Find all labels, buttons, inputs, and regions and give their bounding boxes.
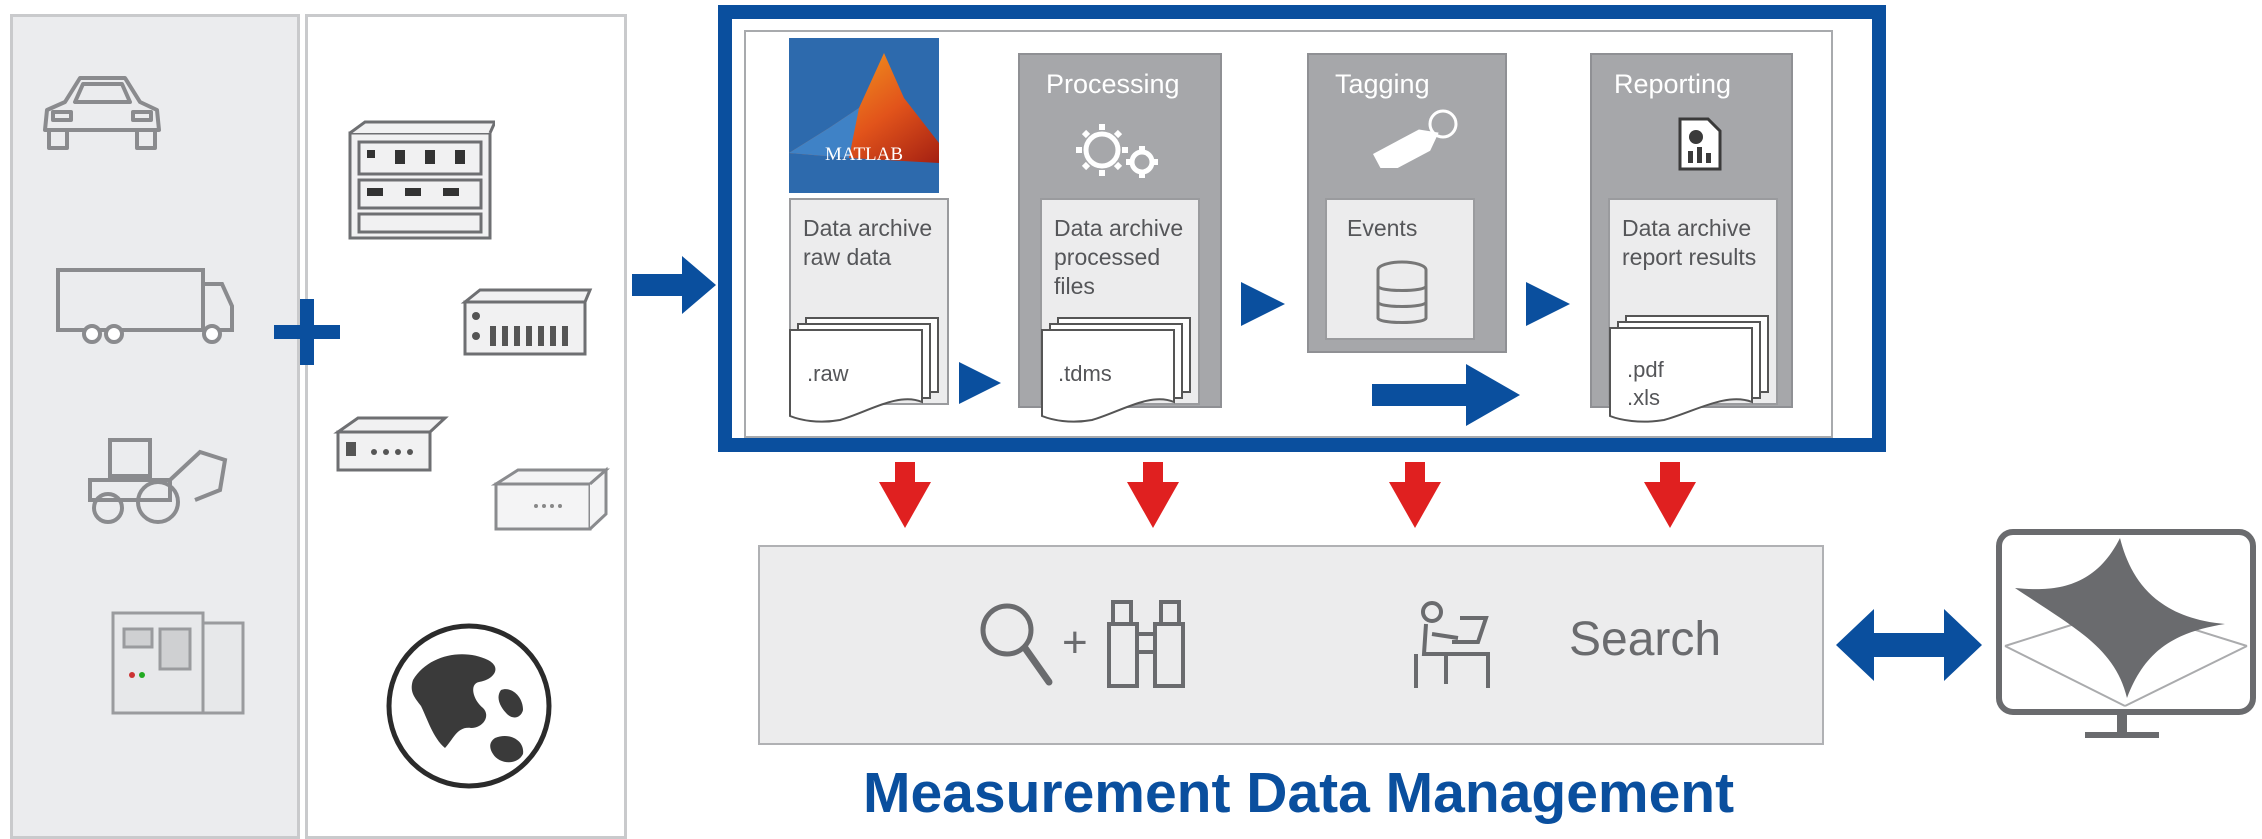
magnifier-icon	[980, 603, 1053, 686]
double-arrow-search-to-viewer	[1836, 609, 1982, 681]
diagram-title: Measurement Data Management	[863, 761, 1735, 825]
reporting-stage-title: Reporting	[1614, 69, 1732, 99]
red-arrow-down-2	[1127, 462, 1179, 528]
red-arrow-down-4	[1644, 462, 1696, 528]
search-panel	[758, 545, 1824, 745]
tdms-file-stack-icon	[1041, 317, 1191, 423]
globe-icon	[386, 623, 552, 789]
logger-icon	[333, 416, 449, 472]
arrow-raw-to-processing	[959, 362, 1001, 404]
tagging-stage-title: Tagging	[1335, 69, 1430, 99]
arrow-processing-to-tagging	[1241, 282, 1285, 326]
gears-icon	[1076, 124, 1158, 178]
red-arrow-down-3	[1389, 462, 1441, 528]
search-label: Search	[1569, 613, 1722, 666]
raw-data-card-label: Data archive raw data	[803, 215, 933, 270]
plus-icon	[274, 299, 340, 365]
matlab-logo: MATLAB	[789, 38, 939, 193]
car-icon	[43, 76, 161, 150]
matlab-logo-text: MATLAB	[824, 144, 904, 165]
tdms-file-label: .tdms	[1058, 361, 1112, 386]
arrow-tagging-to-reporting	[1526, 282, 1570, 326]
arrow-tagging-to-reporting-long	[1372, 364, 1520, 426]
xls-file-label: .xls	[1627, 385, 1660, 410]
person-at-computer-icon	[1414, 601, 1490, 688]
daq-module-icon	[460, 288, 593, 356]
report-document-icon	[1678, 117, 1722, 171]
search-plus-sign: +	[1062, 618, 1088, 667]
database-icon	[1376, 260, 1428, 324]
arrow-into-pipeline	[632, 256, 716, 314]
monitor-app-icon	[1996, 529, 2256, 738]
raw-file-stack-icon	[789, 317, 939, 423]
tractor-icon	[88, 438, 228, 524]
truck-icon	[56, 268, 234, 344]
matlab-membrane-icon	[789, 38, 939, 193]
daq-chassis-icon	[348, 120, 495, 240]
processed-files-card-label: Data archive processed files	[1054, 215, 1184, 299]
binoculars-icon	[1107, 600, 1185, 688]
report-file-stack-icon	[1609, 315, 1769, 423]
tag-icon	[1372, 109, 1458, 168]
processing-stage-title: Processing	[1046, 69, 1180, 99]
pipeline-inner-border	[744, 30, 1833, 438]
raw-file-label: .raw	[807, 361, 849, 386]
small-box-icon	[490, 466, 610, 531]
report-results-card-label: Data archive report results	[1622, 215, 1757, 270]
red-arrow-down-1	[879, 462, 931, 528]
test-bench-icon	[111, 611, 245, 715]
events-card-label: Events	[1347, 215, 1418, 241]
pdf-file-label: .pdf	[1627, 357, 1664, 382]
